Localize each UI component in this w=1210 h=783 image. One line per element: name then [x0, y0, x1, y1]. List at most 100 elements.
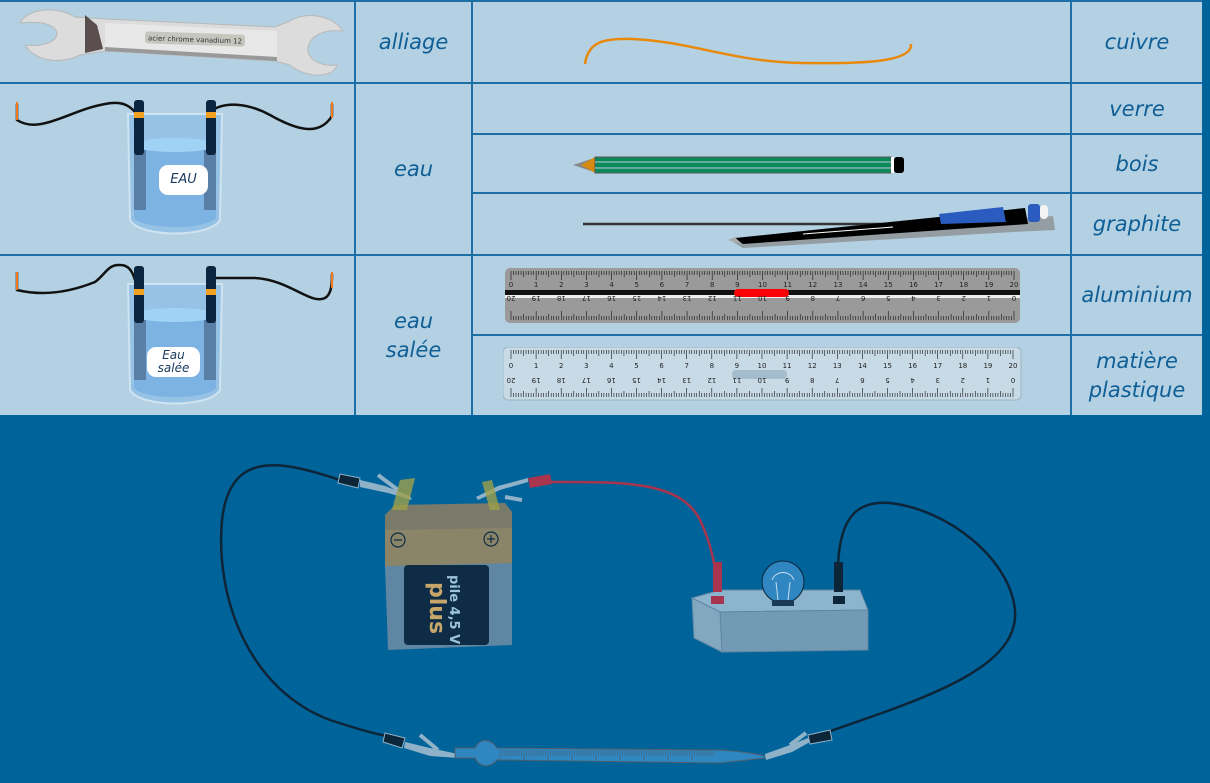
grid-line — [354, 0, 356, 415]
ruler-number: 9 — [785, 294, 789, 302]
ruler-number: 10 — [758, 376, 767, 384]
material-verre: verre — [1109, 96, 1165, 121]
ruler-number: 19 — [532, 376, 541, 384]
ruler-number: 11 — [783, 281, 792, 289]
pencil-image[interactable] — [473, 135, 1070, 193]
mechanical-pencil-image[interactable] — [473, 194, 1070, 254]
category-eau-salee: eau salée — [356, 256, 471, 415]
ruler-number: 12 — [707, 376, 716, 384]
ruler-number: 10 — [758, 281, 767, 289]
ruler-number: 9 — [735, 362, 739, 370]
graphite-lead-tube[interactable] — [454, 740, 767, 767]
category-line2: salée — [385, 337, 442, 362]
ruler-number: 12 — [808, 362, 817, 370]
ruler-number: 1 — [986, 376, 990, 384]
ruler-number: 3 — [936, 294, 940, 302]
ruler-number: 1 — [534, 281, 538, 289]
ruler-number: 4 — [609, 281, 614, 289]
ruler-number: 5 — [885, 376, 889, 384]
crocodile-clip-bottom-left[interactable] — [382, 732, 458, 758]
ruler-number: 20 — [507, 294, 516, 302]
ruler-number: 5 — [634, 362, 638, 370]
ruler-number: 6 — [860, 376, 865, 384]
category-line1: eau — [393, 309, 434, 334]
ruler-number: 19 — [983, 362, 992, 370]
ruler-number: 4 — [910, 376, 915, 384]
ruler-ticks-bottom — [510, 388, 1014, 397]
ruler-number: 17 — [582, 376, 591, 384]
ruler-number: 8 — [811, 294, 815, 302]
ruler-ticks-top — [510, 271, 1015, 280]
ruler-number: 9 — [735, 281, 739, 289]
ruler-number: 17 — [582, 294, 591, 302]
ruler-number: 13 — [833, 362, 842, 370]
ruler-number: 18 — [557, 294, 566, 302]
ruler-number: 0 — [509, 362, 513, 370]
ruler-number: 4 — [609, 362, 614, 370]
beaker-label-eau: EAU — [159, 165, 208, 195]
ruler-number: 20 — [507, 376, 516, 384]
beaker-salt-water-image[interactable] — [10, 260, 350, 410]
light-bulb-icon — [761, 560, 805, 604]
ruler-number: 17 — [934, 281, 943, 289]
material-cuivre: cuivre — [1104, 29, 1170, 54]
circuit-diagram: pile 4,5 V plus — [219, 464, 1017, 767]
beaker-label-eau-salee: Eau salée — [147, 347, 200, 377]
ruler-number: 10 — [758, 294, 767, 302]
material-aluminium: aluminium — [1081, 282, 1193, 307]
materials-table: acier chrome vanadium 12 alliage cuivre … — [0, 0, 1202, 415]
ruler-number: 3 — [935, 376, 939, 384]
ruler-number: 8 — [710, 362, 714, 370]
ruler-number: 11 — [732, 376, 741, 384]
copper-wire-image[interactable] — [473, 2, 1070, 82]
ruler-number: 7 — [836, 294, 840, 302]
ruler-number: 20 — [1009, 362, 1018, 370]
grid-line — [472, 133, 1202, 135]
ruler-number: 14 — [858, 362, 867, 370]
grid-line — [0, 0, 1202, 2]
material-matiere-plastique: matière plastique — [1072, 336, 1202, 415]
grid-line — [472, 192, 1202, 194]
ruler-number: 1 — [534, 362, 538, 370]
ruler-number: 20 — [1010, 281, 1019, 289]
ruler-number: 10 — [758, 362, 767, 370]
grid-line — [0, 82, 1202, 84]
ruler-number: 15 — [884, 281, 893, 289]
ruler-number: 13 — [833, 281, 842, 289]
ruler-number: 2 — [559, 281, 563, 289]
ruler-number: 0 — [1011, 376, 1015, 384]
ruler-number: 4 — [911, 294, 916, 302]
ruler-number: 15 — [883, 362, 892, 370]
ruler-number: 14 — [657, 376, 666, 384]
ruler-number: 19 — [984, 281, 993, 289]
black-wire-left[interactable] — [219, 464, 393, 739]
ruler-number: 16 — [607, 294, 616, 302]
ruler-number: 16 — [909, 281, 918, 289]
ruler-number: 14 — [657, 294, 666, 302]
ruler-number: 0 — [1012, 294, 1016, 302]
grid-line — [1070, 0, 1072, 415]
grid-line — [0, 254, 1202, 256]
lamp-holder-image[interactable] — [690, 560, 869, 653]
ruler-number: 12 — [808, 281, 817, 289]
ruler-number: 2 — [559, 362, 563, 370]
grid-line — [471, 0, 473, 415]
battery-image[interactable]: pile 4,5 V plus — [385, 478, 512, 650]
ruler-number: 1 — [987, 294, 991, 302]
black-wire-right[interactable] — [809, 501, 1017, 740]
ruler-number: 18 — [557, 376, 566, 384]
wrench-image[interactable]: acier chrome vanadium 12 — [15, 3, 345, 81]
crocodile-clip-bottom-right[interactable] — [765, 729, 833, 760]
red-wire[interactable] — [549, 480, 720, 593]
material-line1: matière — [1096, 349, 1178, 374]
category-eau: eau — [393, 156, 434, 181]
ruler-number: 15 — [632, 376, 641, 384]
ruler-number: 5 — [635, 281, 639, 289]
tube-graduations — [499, 750, 714, 760]
material-graphite: graphite — [1092, 211, 1182, 236]
grid-line — [472, 334, 1202, 336]
